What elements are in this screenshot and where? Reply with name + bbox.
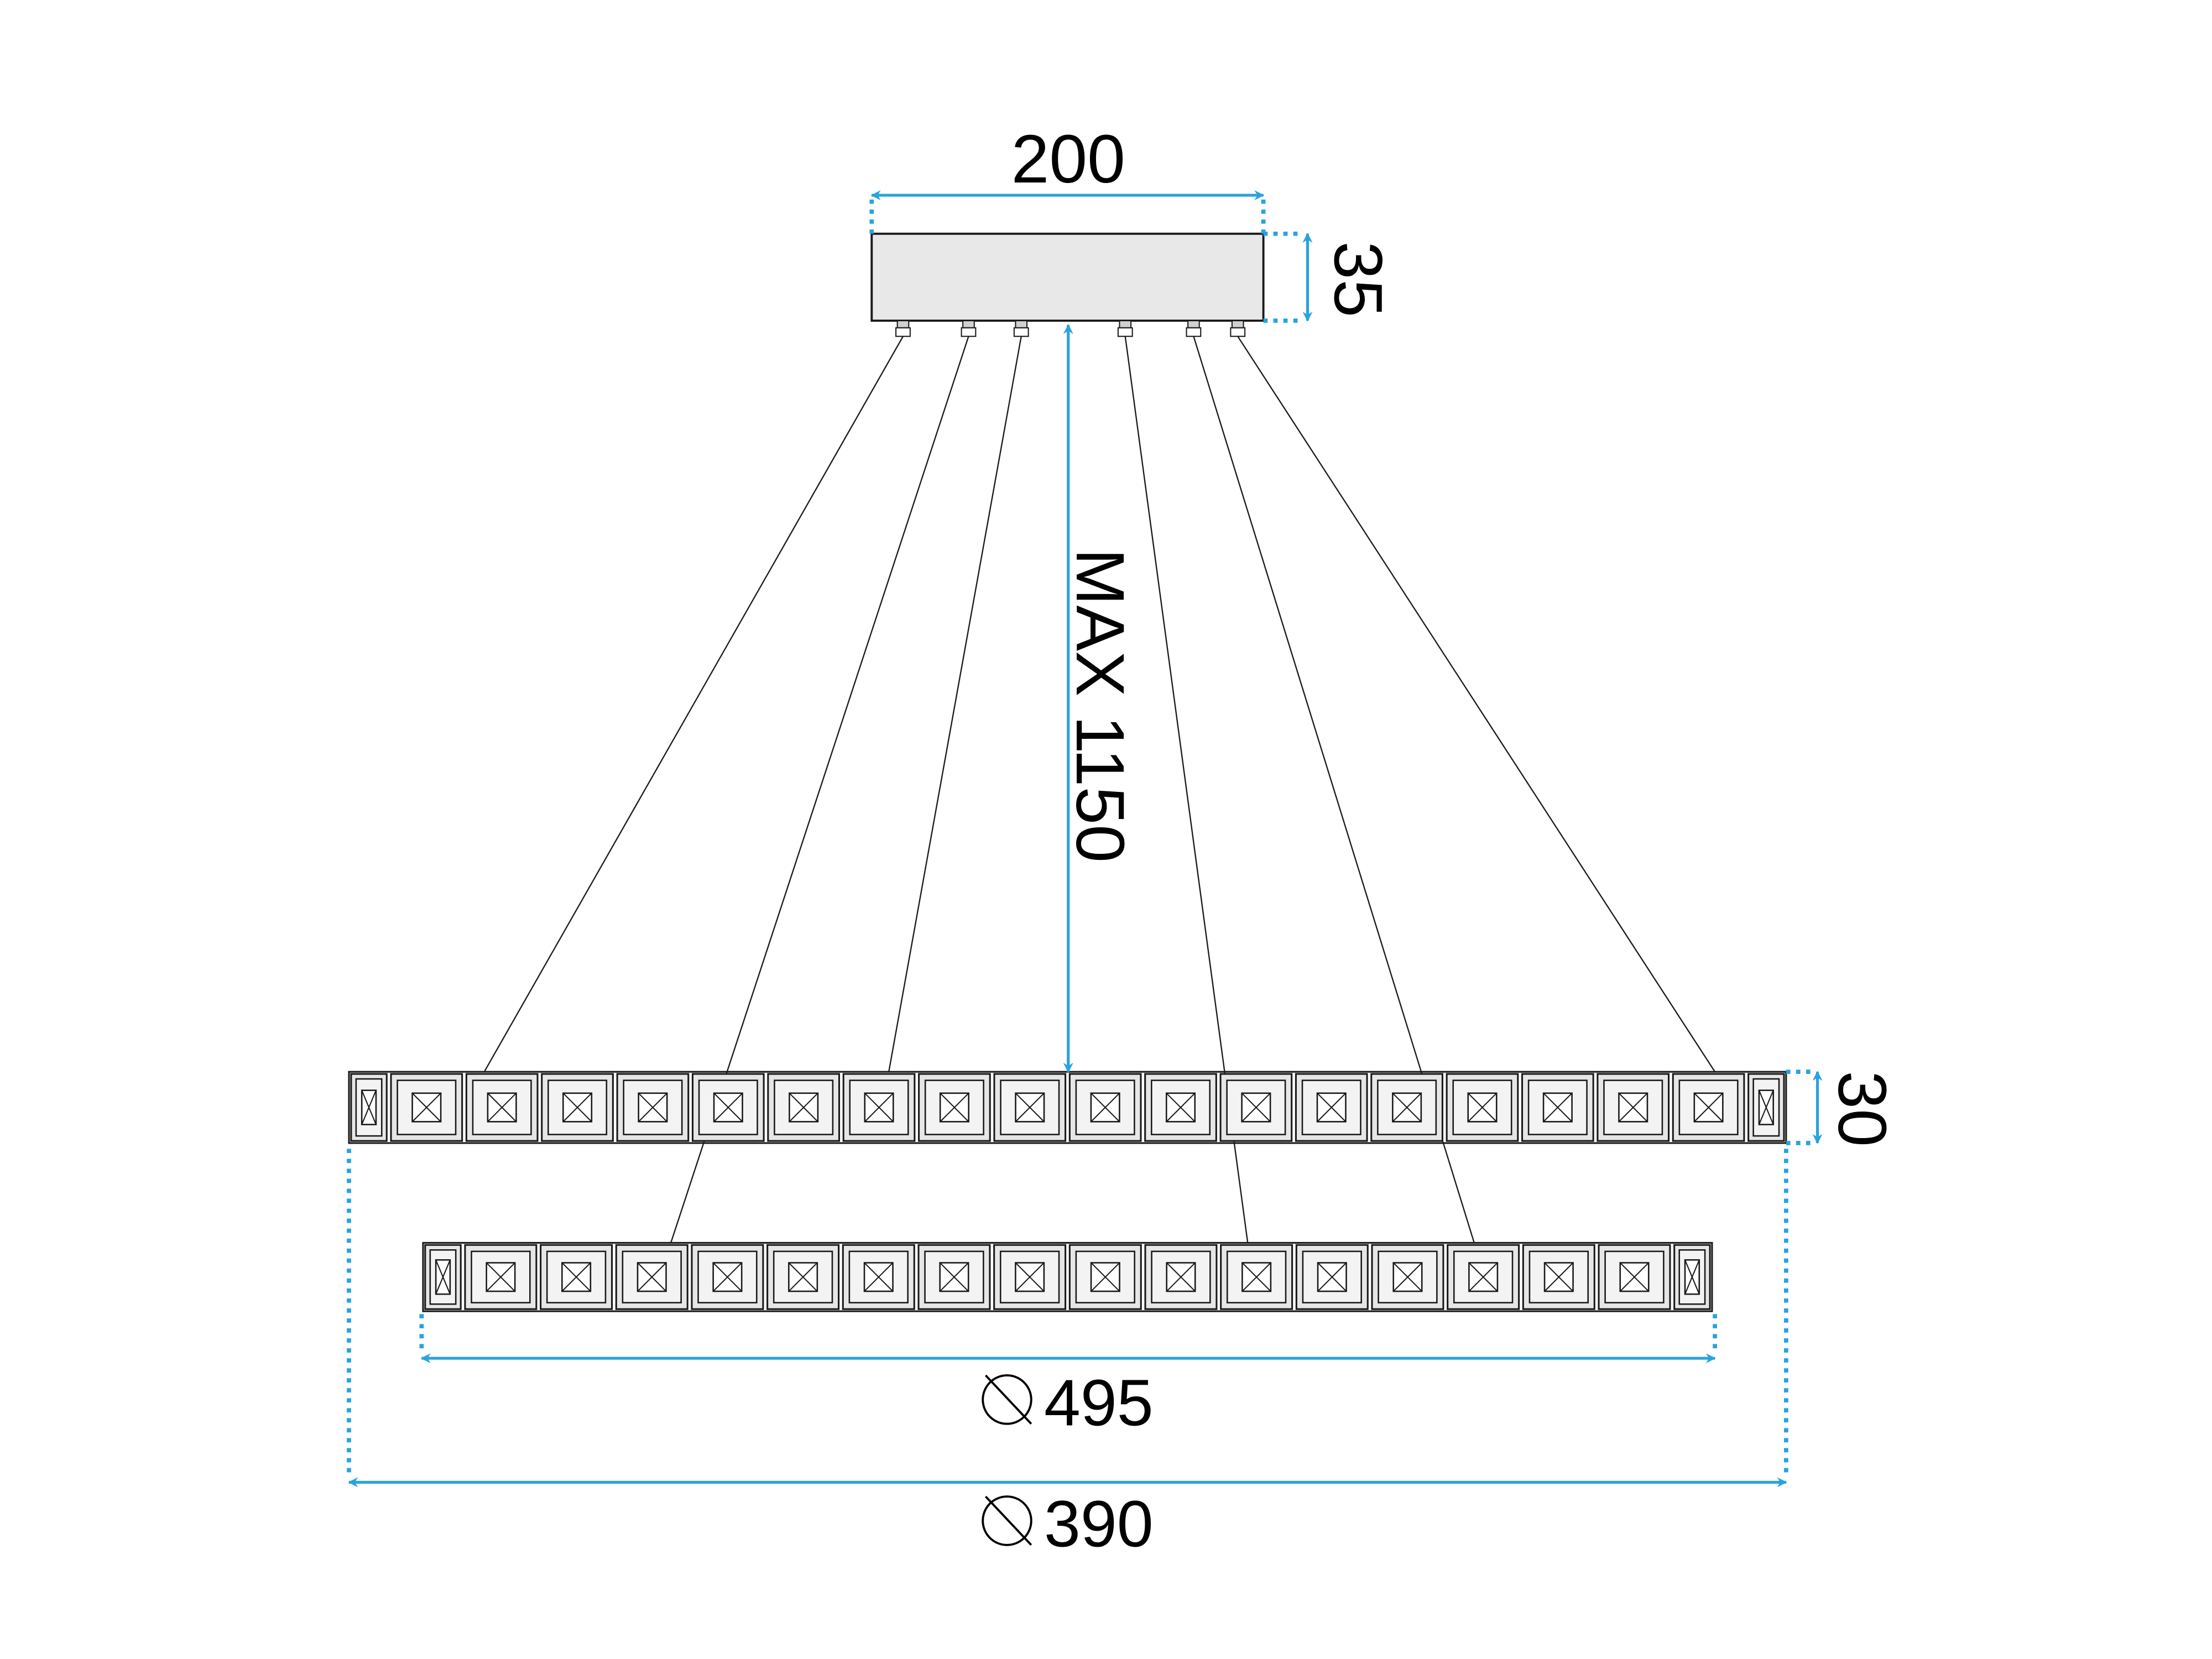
suspension-cable [483,336,904,1072]
cable-connector [1186,320,1202,337]
lower-ring-crystal [1220,1244,1293,1310]
lower-ring-crystal [842,1244,915,1310]
lower-ring-crystal [766,1244,840,1310]
upper-ring-crystal [767,1073,841,1142]
ring-height-label: 30 [1824,1071,1900,1147]
upper-ring-crystal [691,1073,765,1142]
inner-diameter-dimension: 495 [419,1314,1717,1439]
upper-ring-crystal [993,1073,1067,1142]
lower-ring-crystal [615,1244,688,1310]
lower-crystal-ring [422,1241,1713,1312]
lower-ring-crystal [1295,1244,1369,1310]
lower-ring-crystal [1447,1244,1520,1310]
upper-ring-crystal [1747,1073,1785,1142]
lower-ring-crystal [1068,1244,1142,1310]
lower-ring-crystal [424,1244,462,1310]
diameter-symbol-icon [982,1374,1032,1425]
canopy-height-dimension: 35 [1263,231,1396,323]
upper-crystal-ring [348,1071,1787,1144]
diameter-symbol-icon [982,1495,1032,1546]
upper-ring-crystal [1068,1073,1142,1142]
suspension-cable [1237,336,1716,1072]
suspension-cables [483,336,1716,1243]
upper-ring-crystal [1597,1073,1670,1142]
canopy-width-dimension: 200 [869,121,1266,234]
lower-ring-crystal [464,1244,538,1310]
outer-diameter-dimension: 390 [347,1149,1788,1561]
upper-ring-crystal [1370,1073,1443,1142]
lower-ring-crystal [917,1244,991,1310]
lower-ring-crystal [1371,1244,1444,1310]
canopy-width-label: 200 [1011,121,1125,197]
cable-connector [895,320,911,337]
cable-connector [1230,320,1246,337]
upper-ring-crystal [1144,1073,1217,1142]
cable-connector [1013,320,1029,337]
upper-ring-crystal [1446,1073,1519,1142]
upper-ring-crystal [390,1073,463,1142]
upper-ring-crystal [616,1073,690,1142]
upper-ring-crystal [1672,1073,1745,1142]
lower-ring-crystal [1522,1244,1595,1310]
hanging-length-label: MAX 1150 [1062,549,1138,863]
upper-ring-crystal [1219,1073,1293,1142]
upper-ring-crystal [541,1073,614,1142]
hanging-length-dimension: MAX 1150 [1062,324,1138,1073]
cable-connector [961,320,977,337]
lower-ring-crystal [691,1244,764,1310]
lower-ring-crystal [1673,1244,1711,1310]
lower-ring-crystal [1144,1244,1218,1310]
upper-ring-crystal [1521,1073,1594,1142]
lower-ring-crystal [540,1244,613,1310]
canopy-height-label: 35 [1319,241,1396,317]
ring-height-dimension: 30 [1786,1070,1900,1147]
lower-ring-crystal [1598,1244,1671,1310]
ceiling-canopy [870,232,1265,322]
upper-ring-crystal [842,1073,916,1142]
upper-ring-crystal [918,1073,991,1142]
suspension-cable [888,336,1022,1072]
cable-connectors [895,320,1246,337]
upper-ring-crystal [465,1073,539,1142]
upper-ring-crystal [1295,1073,1368,1142]
cable-connector [1117,320,1133,337]
outer-diameter-label: 390 [1044,1488,1154,1561]
lower-ring-crystal [993,1244,1067,1310]
inner-diameter-label: 495 [1044,1366,1154,1439]
upper-ring-crystal [350,1073,388,1142]
